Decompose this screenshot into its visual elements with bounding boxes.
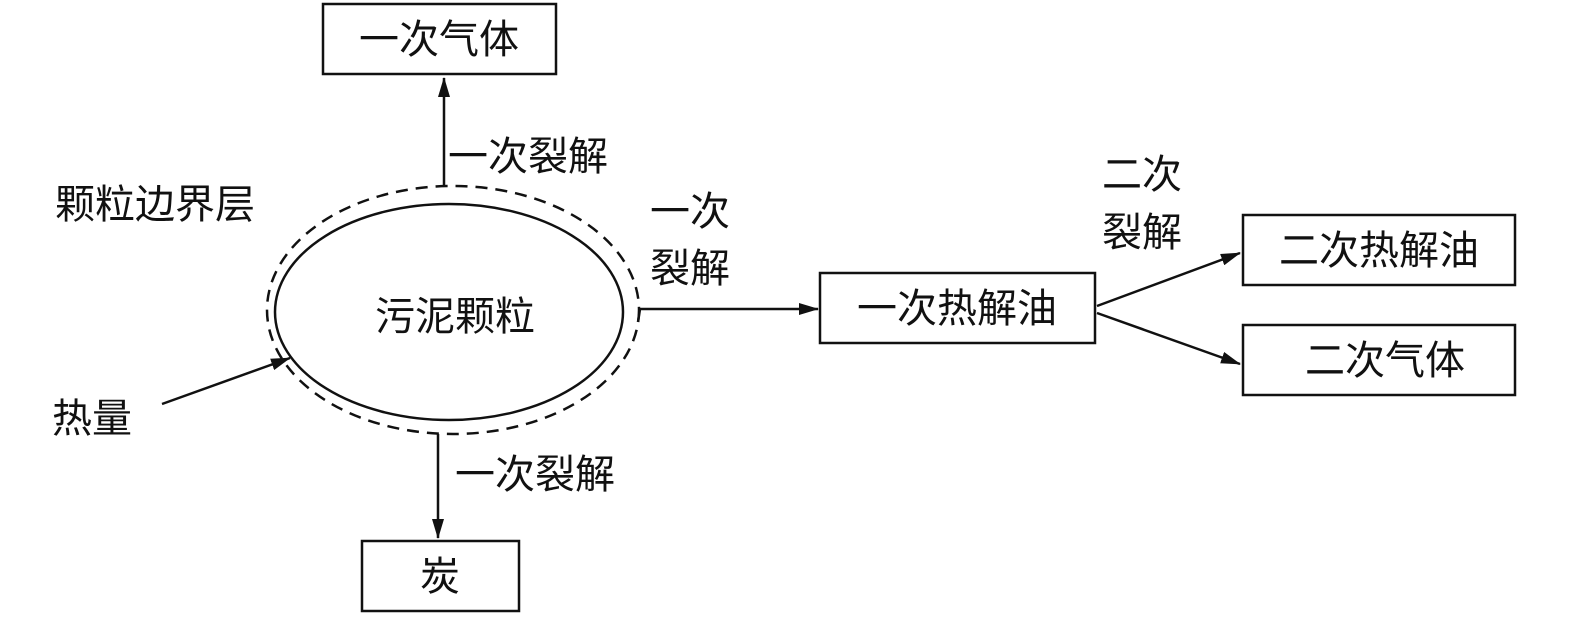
sludge-particle-shape [273, 202, 625, 422]
char-box [360, 539, 521, 613]
primary-oil-arrow [636, 303, 819, 323]
primary-gas-label: 一次气体 [359, 17, 519, 63]
heat-label: 热量 [52, 396, 132, 442]
secondary-oil-label: 二次热解油 [1279, 228, 1479, 274]
secondary-gas-arrow [1096, 311, 1241, 366]
char-label: 炭 [420, 554, 460, 600]
secondary-oil-box [1241, 213, 1517, 287]
heat-arrow [161, 356, 291, 406]
secondary-cracking-label-line1: 二次 [1102, 152, 1182, 198]
primary-oil-box [818, 271, 1097, 345]
cracking-right-label-line1: 一次 [650, 189, 730, 235]
sludge-particle-label: 污泥颗粒 [375, 294, 535, 340]
boundary-layer-label: 颗粒边界层 [55, 182, 255, 228]
secondary-gas-label: 二次气体 [1305, 338, 1465, 384]
cracking-down-label: 一次裂解 [455, 452, 615, 498]
primary-gas-box [321, 2, 558, 76]
cracking-up-label: 一次裂解 [448, 134, 608, 180]
secondary-cracking-label-line2: 裂解 [1102, 210, 1182, 256]
secondary-gas-box [1241, 323, 1517, 397]
secondary-oil-arrow [1096, 251, 1241, 308]
cracking-right-label-line2: 裂解 [650, 246, 730, 292]
primary-oil-label: 一次热解油 [857, 286, 1057, 332]
